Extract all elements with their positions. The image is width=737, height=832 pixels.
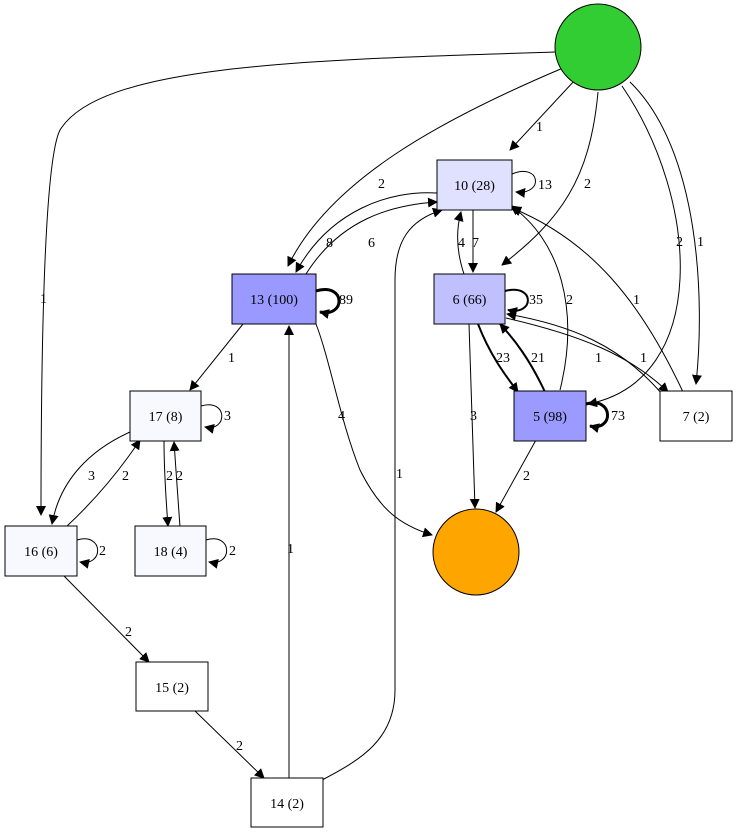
edge-n18-self-loop: 2 xyxy=(205,538,236,569)
edge-start-to-n6: 2 xyxy=(501,91,599,266)
node-label: 17 (8) xyxy=(149,410,183,425)
edge-label: 2 xyxy=(125,625,132,640)
edge-n5-to-end: 2 xyxy=(495,439,537,513)
node-6: 6 (66) xyxy=(433,273,506,325)
edge-start-to-n13: 2 xyxy=(287,67,564,267)
edge-label: 2 xyxy=(378,177,385,192)
node-15: 15 (2) xyxy=(135,661,209,712)
edge-label: 1 xyxy=(640,351,647,366)
node-label: 10 (28) xyxy=(454,179,495,194)
edge-label: 1 xyxy=(228,351,235,366)
edge-n17-to-n16: 3 xyxy=(48,431,131,525)
edge-label: 1 xyxy=(40,292,47,307)
edge-start-to-n7: 1 xyxy=(629,81,704,385)
edge-n13-to-n17: 1 xyxy=(189,323,244,391)
edge-n6-to-n7: 1 xyxy=(505,317,669,393)
end-node xyxy=(432,508,520,596)
edge-n16-to-n17: 2 xyxy=(65,439,141,528)
edge-label: 2 xyxy=(176,469,183,484)
edge-start-to-n16: 1 xyxy=(36,51,556,516)
edge-n6-to-n10: 4 xyxy=(453,211,465,275)
edge-label: 89 xyxy=(339,293,353,308)
node-label: 18 (4) xyxy=(154,545,188,560)
edge-n6-self-loop: 35 xyxy=(504,288,543,317)
node-label: 5 (98) xyxy=(533,410,567,425)
start-node xyxy=(554,3,642,91)
edge-label: 35 xyxy=(529,293,543,308)
edge-n6-to-end: 3 xyxy=(468,323,480,509)
edge-n17-self-loop: 3 xyxy=(200,404,231,434)
node-label: 6 (66) xyxy=(453,293,487,308)
node-16: 16 (6) xyxy=(4,525,78,577)
edge-n16-self-loop: 2 xyxy=(76,538,106,569)
node-label: 7 (2) xyxy=(683,410,710,425)
edge-label: 8 xyxy=(326,236,333,251)
edge-n7-to-n6: 1 xyxy=(506,310,663,395)
edge-label: 2 xyxy=(166,469,173,484)
edge-n10-self-loop: 13 xyxy=(511,171,552,198)
edge-label: 1 xyxy=(536,120,543,135)
edge-label: 2 xyxy=(566,293,573,308)
edge-n13-to-end: 4 xyxy=(315,323,433,538)
node-17: 17 (8) xyxy=(129,390,202,442)
edge-n5-self-loop: 73 xyxy=(585,401,625,434)
nodes-layer: 10 (28) 13 (100) 6 (66) 5 (98) 7 (2) 17 … xyxy=(4,3,733,828)
edge-n6-to-n5: 23 xyxy=(477,323,519,393)
edge-label: 3 xyxy=(224,409,231,424)
edge-label: 2 xyxy=(523,469,530,484)
edge-label: 2 xyxy=(229,544,236,559)
edge-label: 2 xyxy=(236,739,243,754)
edge-label: 73 xyxy=(611,409,625,424)
edge-n7-to-n10: 1 xyxy=(511,206,684,393)
edge-start-to-n10: 1 xyxy=(509,79,576,151)
edge-label: 2 xyxy=(584,177,591,192)
edge-n13-to-n10: 6 xyxy=(305,197,438,275)
node-5: 5 (98) xyxy=(513,390,587,442)
edge-label: 4 xyxy=(338,409,345,424)
edge-n5-to-n10: 2 xyxy=(510,205,573,391)
edge-n10-to-n13: 8 xyxy=(295,192,438,273)
edge-n10-to-n6: 7 xyxy=(468,210,479,273)
edge-n18-to-n17: 2 xyxy=(169,441,183,528)
edge-label: 3 xyxy=(470,409,477,424)
edge-label: 21 xyxy=(531,351,545,366)
node-label: 13 (100) xyxy=(250,293,298,308)
edge-n14-to-n13: 1 xyxy=(284,325,294,778)
edge-label: 1 xyxy=(287,542,294,557)
edge-label: 1 xyxy=(633,293,640,308)
edge-n5-to-n6: 21 xyxy=(499,323,546,393)
node-18: 18 (4) xyxy=(134,525,207,577)
edge-label: 1 xyxy=(697,235,704,250)
node-13: 13 (100) xyxy=(231,273,317,325)
edge-n16-to-n15: 2 xyxy=(63,575,150,663)
edge-label: 1 xyxy=(396,467,403,482)
edges-layer: 1 2 2 2 1 1 13 xyxy=(36,51,704,781)
edge-start-to-n5: 2 xyxy=(587,85,683,408)
edge-label: 2 xyxy=(122,469,129,484)
node-10: 10 (28) xyxy=(436,159,513,211)
edge-label: 23 xyxy=(496,351,510,366)
edge-label: 4 xyxy=(458,236,465,251)
edge-n13-self-loop: 89 xyxy=(315,288,353,319)
edge-n15-to-n14: 2 xyxy=(194,710,265,779)
edge-label: 13 xyxy=(538,178,552,193)
edge-label: 2 xyxy=(99,544,106,559)
edge-label: 1 xyxy=(595,351,602,366)
edge-n17-to-n18: 2 xyxy=(162,439,173,527)
node-14: 14 (2) xyxy=(250,777,324,828)
node-label: 15 (2) xyxy=(155,681,189,696)
edge-label: 3 xyxy=(88,469,95,484)
node-label: 14 (2) xyxy=(270,797,304,812)
edge-label: 2 xyxy=(676,235,683,250)
node-label: 16 (6) xyxy=(24,545,58,560)
edge-label: 6 xyxy=(368,236,375,251)
edge-label: 7 xyxy=(472,236,479,251)
edge-n14-to-n10: 1 xyxy=(321,207,443,781)
node-7: 7 (2) xyxy=(659,390,733,442)
